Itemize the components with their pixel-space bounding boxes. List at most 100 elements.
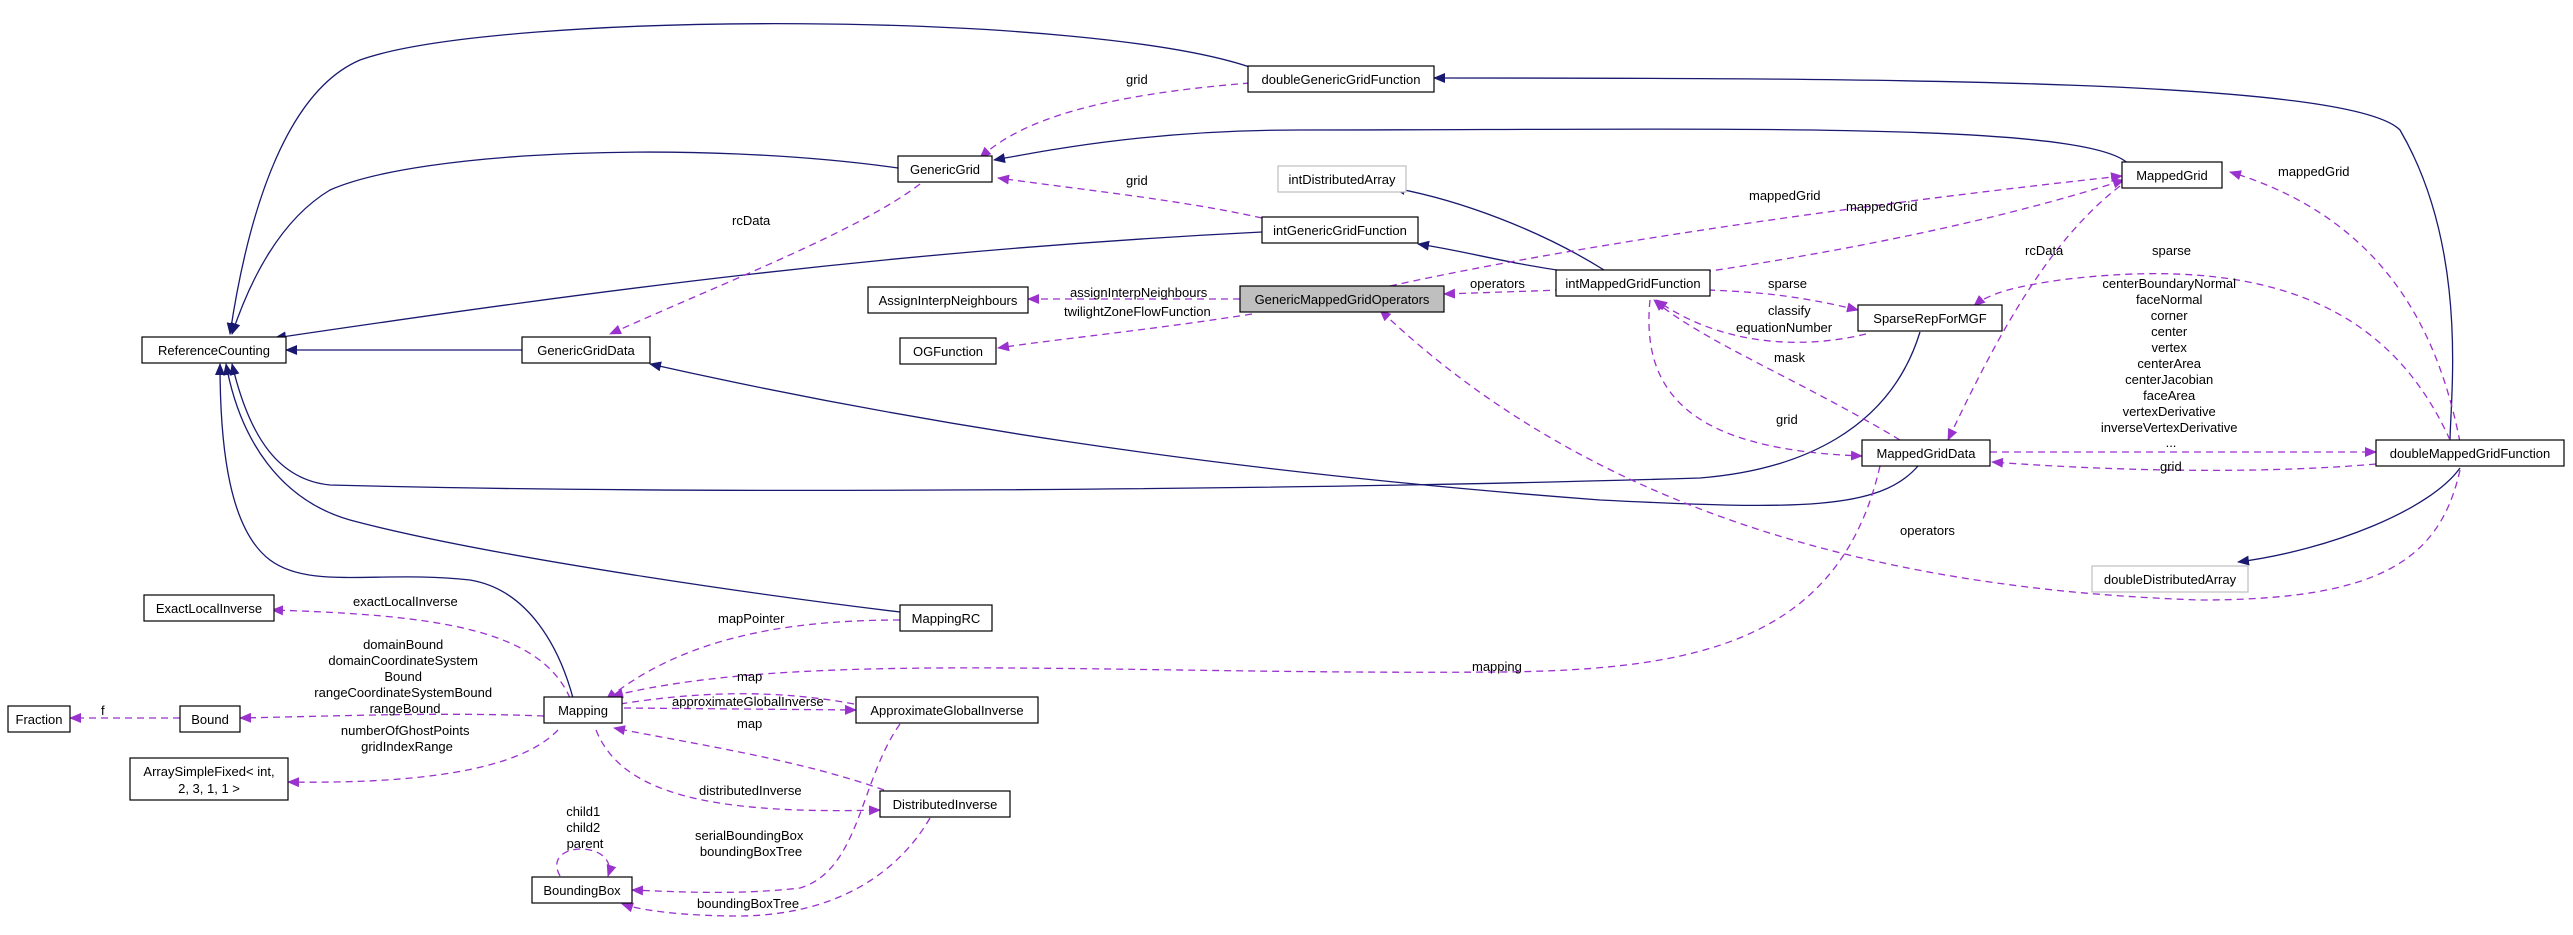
edge-mapping-exact-local-inverse bbox=[271, 605, 571, 699]
edge-label-mapping: mapping bbox=[1472, 659, 1522, 674]
node-assign-interp-neighbours[interactable]: AssignInterpNeighbours bbox=[867, 286, 1029, 314]
node-mapped-grid[interactable]: MappedGrid bbox=[2121, 161, 2223, 189]
edge-label-mask: mask bbox=[1774, 350, 1806, 365]
node-bounding-box[interactable]: BoundingBox bbox=[531, 876, 633, 904]
edge-label-grid-top: grid bbox=[1126, 72, 1148, 87]
edge-label-bound-group: domainBound domainCoordinateSystem Bound… bbox=[314, 637, 495, 716]
edge-int-mapped-grid-function-to-int-generic-grid-function bbox=[1417, 240, 1571, 273]
node-generic-grid-data[interactable]: GenericGridData bbox=[521, 336, 651, 364]
edge-int-mapped-grid-function-to-int-distributed-array bbox=[1393, 185, 1605, 271]
edge-label-ellipsis: ... bbox=[2166, 435, 2177, 450]
node-label-array-simple-fixed-line2: 2, 3, 1, 1 > bbox=[178, 781, 240, 796]
node-label-mapped-grid-data: MappedGridData bbox=[1877, 446, 1977, 461]
edge-mapping-array-simple-fixed bbox=[287, 729, 559, 788]
edge-label-map-pointer: mapPointer bbox=[718, 611, 785, 626]
edge-label-vertex: vertex bbox=[2151, 340, 2187, 355]
edge-label-bound: Bound bbox=[384, 669, 422, 684]
node-generic-mapped-grid-operators[interactable]: GenericMappedGridOperators bbox=[1239, 285, 1445, 313]
node-label-sparse-rep-for-mgf: SparseRepForMGF bbox=[1873, 311, 1986, 326]
node-int-distributed-array[interactable]: intDistributedArray bbox=[1277, 165, 1407, 193]
edge-int-mapped-grid-function-sparse bbox=[1707, 289, 1859, 313]
node-int-mapped-grid-function[interactable]: intMappedGridFunction bbox=[1555, 269, 1711, 297]
edge-label-domain-coordinate-system: domainCoordinateSystem bbox=[328, 653, 478, 668]
edge-generic-grid-rc-data bbox=[609, 183, 921, 335]
edge-double-mapped-grid-function-sparse bbox=[1973, 273, 2451, 441]
node-fraction[interactable]: Fraction bbox=[7, 705, 71, 733]
edge-label-center: center bbox=[2151, 324, 2188, 339]
node-double-distributed-array[interactable]: doubleDistributedArray bbox=[2091, 565, 2249, 593]
edge-label-range-coordinate-system-bound: rangeCoordinateSystemBound bbox=[314, 685, 492, 700]
edge-double-mapped-grid-function-mapped-grid bbox=[2229, 170, 2461, 443]
edge-double-generic-grid-function-grid bbox=[979, 82, 1251, 159]
edge-label-range-bound: rangeBound bbox=[370, 701, 441, 716]
edge-label-grid-index-range: gridIndexRange bbox=[361, 739, 453, 754]
node-label-reference-counting: ReferenceCounting bbox=[158, 343, 270, 358]
edge-label-f: f bbox=[101, 703, 105, 718]
node-exact-local-inverse[interactable]: ExactLocalInverse bbox=[143, 594, 275, 622]
usage-edges bbox=[69, 82, 2461, 917]
node-label-generic-grid: GenericGrid bbox=[910, 162, 980, 177]
edge-label-domain-bound: domainBound bbox=[363, 637, 443, 652]
edge-label-sparse-a: sparse bbox=[1768, 276, 1807, 291]
edge-label-mapped-grid-b: mappedGrid bbox=[1846, 199, 1918, 214]
node-label-generic-mapped-grid-operators: GenericMappedGridOperators bbox=[1255, 292, 1430, 307]
node-distributed-inverse[interactable]: DistributedInverse bbox=[879, 790, 1011, 818]
edge-label-child-group: child1 child2 parent bbox=[566, 804, 604, 851]
edge-label-map-b: map bbox=[737, 716, 762, 731]
node-label-int-generic-grid-function: intGenericGridFunction bbox=[1273, 223, 1407, 238]
edge-label-serial-group: serialBoundingBox boundingBoxTree bbox=[695, 828, 807, 859]
node-sparse-rep-for-mgf[interactable]: SparseRepForMGF bbox=[1857, 304, 2003, 332]
edge-label-mapped-grid-a: mappedGrid bbox=[1749, 188, 1821, 203]
edge-mapped-grid-data-to-generic-grid-data bbox=[649, 361, 1919, 507]
edge-label-mapped-grid-right: mappedGrid bbox=[2278, 164, 2350, 179]
edge-label-bounding-box-tree-2: boundingBoxTree bbox=[700, 844, 802, 859]
node-label-bound: Bound bbox=[191, 712, 229, 727]
node-double-mapped-grid-function[interactable]: doubleMappedGridFunction bbox=[2375, 439, 2565, 467]
edge-label-child2: child2 bbox=[566, 820, 600, 835]
edge-sparse-rep-classify bbox=[1655, 299, 1867, 343]
node-mapped-grid-data[interactable]: MappedGridData bbox=[1861, 439, 1991, 467]
edge-label-corner: corner bbox=[2151, 308, 2189, 323]
node-label-array-simple-fixed-line1: ArraySimpleFixed< int, bbox=[143, 764, 274, 779]
edge-label-operators-lower: operators bbox=[1900, 523, 1955, 538]
edge-double-mapped-grid-function-to-double-distributed-array bbox=[2237, 467, 2461, 566]
node-label-bounding-box: BoundingBox bbox=[543, 883, 621, 898]
edge-mapped-grid-data-mask bbox=[1653, 299, 1901, 441]
node-label-assign-interp-neighbours: AssignInterpNeighbours bbox=[879, 293, 1018, 308]
edge-label-grid-mid: grid bbox=[1126, 173, 1148, 188]
edge-mapping-rc-to-reference-counting bbox=[223, 363, 901, 613]
edge-int-mapped-grid-function-mapped-grid bbox=[1703, 178, 2125, 273]
edge-label-ghost-group: numberOfGhostPoints gridIndexRange bbox=[341, 723, 473, 754]
node-label-generic-grid-data: GenericGridData bbox=[537, 343, 635, 358]
edge-label-twilight-zone-flow-function: twilightZoneFlowFunction bbox=[1064, 304, 1211, 319]
node-label-int-distributed-array: intDistributedArray bbox=[1289, 172, 1396, 187]
node-array-simple-fixed[interactable]: ArraySimpleFixed< int, 2, 3, 1, 1 > bbox=[129, 757, 289, 801]
edge-label-equation-number: equationNumber bbox=[1736, 320, 1833, 335]
node-double-generic-grid-function[interactable]: doubleGenericGridFunction bbox=[1247, 65, 1435, 93]
edge-label-center-area: centerArea bbox=[2137, 356, 2201, 371]
node-label-int-mapped-grid-function: intMappedGridFunction bbox=[1565, 276, 1700, 291]
node-og-function[interactable]: OGFunction bbox=[899, 337, 997, 365]
node-int-generic-grid-function[interactable]: intGenericGridFunction bbox=[1261, 216, 1419, 244]
node-mapping[interactable]: Mapping bbox=[543, 696, 623, 724]
edge-label-classify: classify bbox=[1768, 303, 1811, 318]
node-label-approximate-global-inverse: ApproximateGlobalInverse bbox=[870, 703, 1023, 718]
node-reference-counting[interactable]: ReferenceCounting bbox=[141, 336, 287, 364]
node-mapping-rc[interactable]: MappingRC bbox=[899, 604, 993, 632]
edge-label-map-a: map bbox=[737, 669, 762, 684]
edge-label-operators-mid: operators bbox=[1470, 276, 1525, 291]
edge-mapped-grid-data-mapping bbox=[611, 465, 1881, 699]
edge-generic-mapped-grid-operators-mapped-grid bbox=[1389, 172, 2123, 287]
edge-label-number-of-ghost-points: numberOfGhostPoints bbox=[341, 723, 470, 738]
node-bound[interactable]: Bound bbox=[179, 705, 241, 733]
node-generic-grid[interactable]: GenericGrid bbox=[897, 155, 993, 183]
edge-double-generic-grid-function-to-reference-counting bbox=[226, 23, 1259, 335]
edge-label-center-jacobian: centerJacobian bbox=[2125, 372, 2213, 387]
edge-label-serial-bounding-box: serialBoundingBox bbox=[695, 828, 804, 843]
edge-mapped-grid-to-generic-grid bbox=[993, 128, 2131, 167]
node-approximate-global-inverse[interactable]: ApproximateGlobalInverse bbox=[855, 696, 1039, 724]
edge-generic-grid-to-reference-counting bbox=[230, 151, 899, 335]
edge-generic-mapped-grid-operators-og-function bbox=[997, 313, 1253, 352]
edge-label-group: grid rcData grid mappedGrid mappedGrid m… bbox=[101, 72, 2350, 911]
node-label-double-generic-grid-function: doubleGenericGridFunction bbox=[1262, 72, 1421, 87]
